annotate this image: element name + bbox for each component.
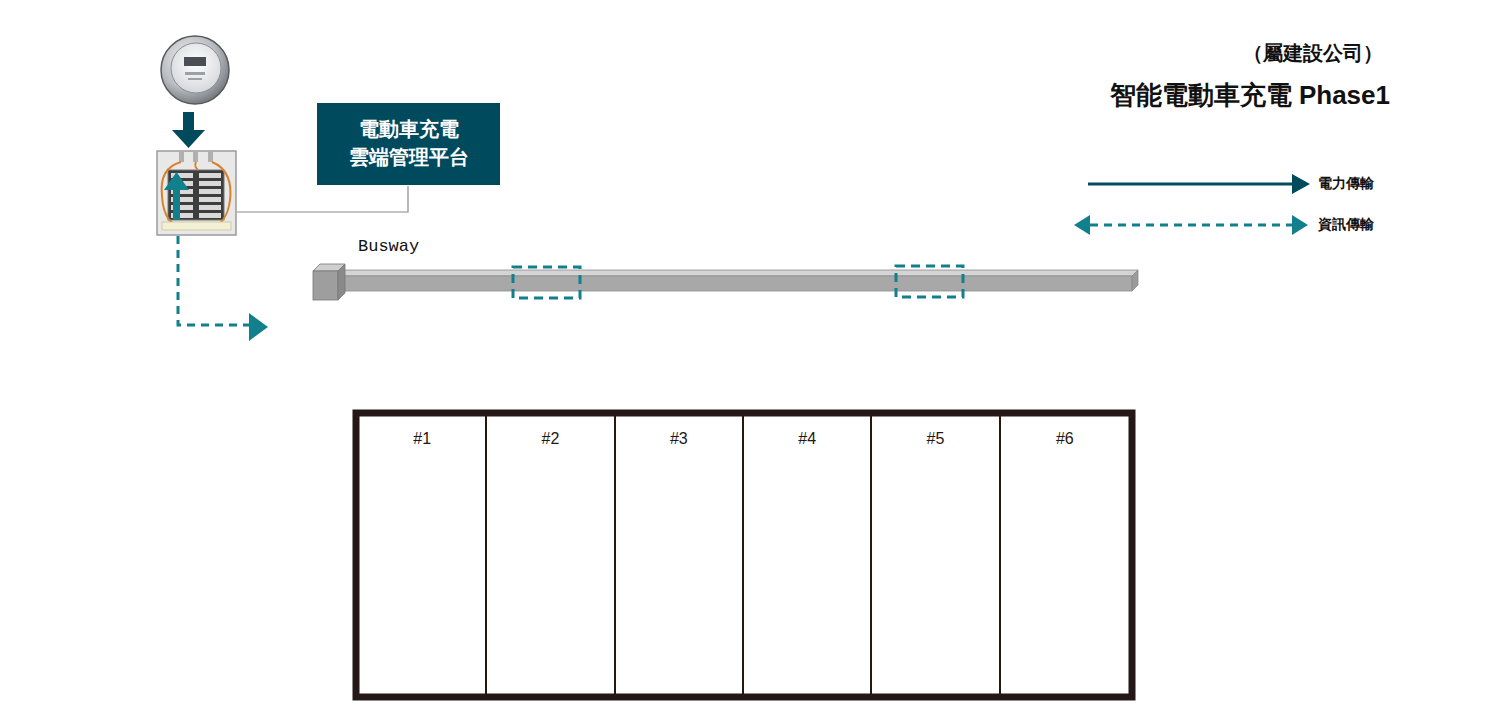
dashed-line <box>178 236 250 325</box>
panel-wire <box>162 162 184 228</box>
parking-slot: #6 <box>1001 416 1129 694</box>
slot-number: #1 <box>359 430 485 448</box>
panel-wire <box>195 162 198 170</box>
arrow-head <box>164 172 189 190</box>
platform-name: 電動車充電 雲端管理平台 <box>334 116 484 171</box>
parking-slot: #3 <box>616 416 744 694</box>
slot-number: #2 <box>487 430 613 448</box>
slot-number: #4 <box>744 430 870 448</box>
busway: Busway <box>313 262 1138 302</box>
meter-face <box>171 43 221 93</box>
slot-number: #5 <box>872 430 998 448</box>
tap-off-box <box>513 267 580 298</box>
panel-terminal <box>208 150 213 162</box>
parking-slot: #5 <box>872 416 1000 694</box>
legend-line <box>1090 224 1292 227</box>
slot-number: #6 <box>1001 430 1129 448</box>
meter-body <box>161 36 229 104</box>
meter-display <box>184 57 206 66</box>
feed-box-side <box>338 264 345 300</box>
panel-terminal-strip <box>162 222 231 230</box>
panel-wire <box>208 162 230 229</box>
electric-meter <box>161 36 229 104</box>
parking-slot: #1 <box>359 416 487 694</box>
busway-front <box>338 276 1132 291</box>
panel-terminal <box>179 150 184 162</box>
legend-arrowhead <box>1074 215 1090 235</box>
busway-end <box>1132 270 1138 291</box>
company-label: （屬建設公司） <box>1243 40 1383 67</box>
meter-plate <box>185 72 205 75</box>
tap-off-box <box>896 266 963 297</box>
parking-slot: #2 <box>487 416 615 694</box>
info-line-sample <box>1070 213 1312 237</box>
arrow-head <box>249 313 268 341</box>
arrow-head <box>172 130 205 148</box>
arrow-shaft <box>173 186 180 220</box>
leader-line <box>237 186 408 212</box>
legend-text: 電力傳輸 <box>1318 175 1374 193</box>
info-line <box>178 236 268 341</box>
busway-top <box>338 270 1138 276</box>
panel-housing <box>157 151 236 235</box>
info-arrow <box>164 172 189 220</box>
legend-line <box>1088 183 1294 186</box>
breaker-panel <box>157 150 236 235</box>
busway-bar <box>313 264 1138 300</box>
legend-text: 資訊傳輸 <box>1318 216 1374 234</box>
power-line-sample <box>1070 172 1312 196</box>
legend-arrowhead <box>1292 215 1308 235</box>
diagram-title: 智能電動車充電 Phase1 <box>1110 78 1390 113</box>
parking-slot: #4 <box>744 416 872 694</box>
busway-label: Busway <box>358 237 419 256</box>
feed-box <box>313 271 338 300</box>
panel-terminal <box>193 150 198 162</box>
meter-plate <box>188 78 202 80</box>
arrow-shaft <box>183 112 194 132</box>
slot-number: #3 <box>616 430 742 448</box>
platform-box: 電動車充電 雲端管理平台 <box>317 103 500 185</box>
parking-outline <box>356 413 1132 697</box>
legend-arrowhead <box>1292 174 1310 194</box>
power-arrow <box>172 112 205 148</box>
